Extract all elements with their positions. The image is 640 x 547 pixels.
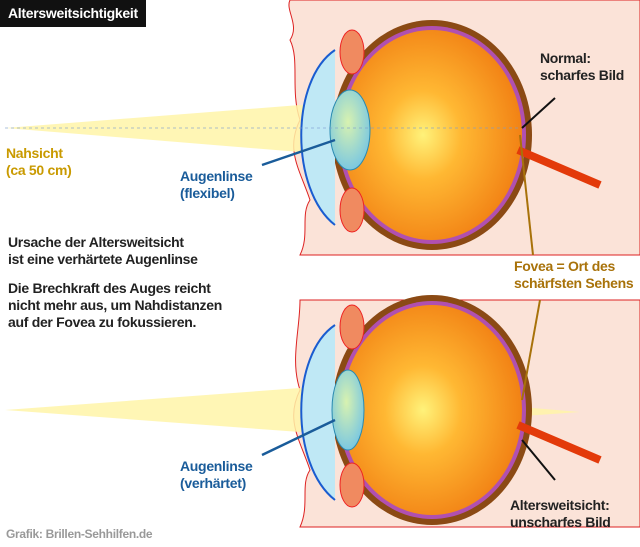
lens-top-label: Augenlinse(flexibel): [180, 168, 253, 201]
arrow-normal: [521, 97, 556, 129]
credit: Grafik: Brillen-Sehhilfen.de: [6, 527, 153, 541]
normal-label: Normal:scharfes Bild: [540, 50, 625, 83]
lens-bottom-label: Augenlinse(verhärtet): [180, 458, 253, 491]
arrow-presbyopia: [521, 439, 556, 481]
arrow-lens-bottom: [261, 418, 336, 457]
near-vision-label: Nahsicht(ca 50 cm): [6, 145, 72, 178]
arrow-fovea-bottom: [521, 299, 541, 401]
eye-top: [5, 20, 602, 250]
arrow-lens-top: [261, 138, 336, 167]
page-title: Altersweitsichtigkeit: [0, 0, 146, 27]
arrow-fovea-top: [519, 134, 534, 256]
eye-bottom: [300, 295, 602, 525]
presbyopia-label: Altersweitsicht:unscharfes Bild: [510, 497, 611, 530]
